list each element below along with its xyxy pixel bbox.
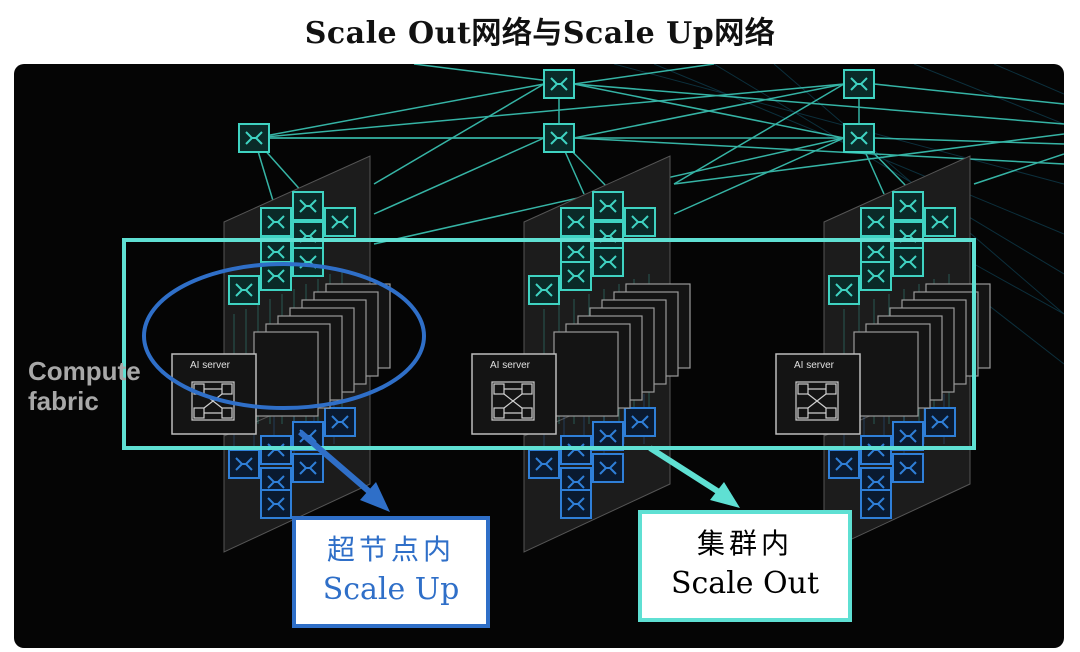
scale-out-callout-line2: Scale Out xyxy=(670,566,820,601)
scale-out-highlight-box xyxy=(122,238,976,450)
scale-out-callout-line1: 集群内 xyxy=(696,527,793,560)
scale-up-callout: 超节点内 Scale Up xyxy=(292,516,490,628)
spine-links xyxy=(253,64,1064,245)
pod-2: AI server xyxy=(471,155,691,553)
chip-icon xyxy=(191,381,235,421)
scale-up-highlight-ellipse xyxy=(142,262,426,410)
pod-1: AI server xyxy=(171,155,391,553)
ai-server-label: AI server xyxy=(490,360,531,371)
compute-fabric-label: Compute fabric xyxy=(28,356,141,416)
scale-up-callout-line2: Scale Up xyxy=(322,572,460,607)
ai-server: AI server xyxy=(775,353,861,435)
spine-switch xyxy=(543,123,575,153)
diagram-panel: AI server xyxy=(14,64,1064,648)
spine-switch xyxy=(843,123,875,153)
scale-up-arrow xyxy=(298,429,390,512)
chip-icon xyxy=(491,381,535,421)
ai-server: AI server xyxy=(171,353,257,435)
page-title: Scale Out网络与Scale Up网络 xyxy=(304,16,776,51)
spine-switch xyxy=(238,123,270,153)
ai-server: AI server xyxy=(471,353,557,435)
ai-server-label: AI server xyxy=(794,360,835,371)
pod-3: AI server xyxy=(775,155,991,553)
compute-fabric-line1: Compute xyxy=(28,356,141,386)
spine-switch xyxy=(543,69,575,99)
scale-out-arrow xyxy=(648,445,740,508)
chip-icon xyxy=(795,381,839,421)
scale-out-callout: 集群内 Scale Out xyxy=(638,510,852,622)
compute-fabric-line2: fabric xyxy=(28,386,99,416)
scale-up-callout-line1: 超节点内 xyxy=(326,533,455,566)
spine-switch xyxy=(843,69,875,99)
ai-server-label: AI server xyxy=(190,360,231,371)
network-diagram: AI server xyxy=(122,64,1064,553)
